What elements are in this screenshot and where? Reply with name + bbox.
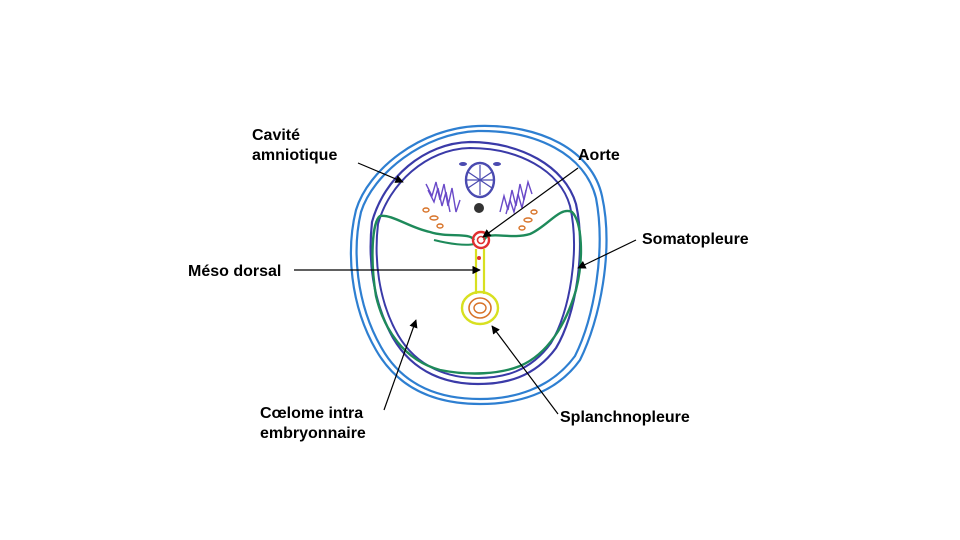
ectoderm-outer-line <box>369 140 581 386</box>
somite-right-2 <box>505 189 527 215</box>
label-somatopleure: Somatopleure <box>642 231 749 248</box>
label-cavite-line-1: Cavité <box>252 127 301 144</box>
label-meso-dorsal: Méso dorsal <box>188 263 282 280</box>
amnion-inner-line <box>355 129 601 401</box>
arrow-coelome <box>383 319 418 411</box>
label-cavite-line-2: amniotique <box>252 147 338 164</box>
notochord <box>474 203 484 213</box>
somite-left-2 <box>427 187 451 213</box>
arrow-aorte <box>482 167 579 238</box>
label-splanchnopleure: Splanchnopleure <box>560 409 690 426</box>
ectoderm-mark-left <box>459 162 467 166</box>
gut-outer-wall <box>460 290 500 326</box>
neural-tube <box>464 161 496 199</box>
label-coelome-line-2: embryonnaire <box>260 425 366 442</box>
label-coelome-line-1: Cœlome intra <box>260 405 364 422</box>
ectoderm-inner-line <box>375 146 575 380</box>
gut-mid-wall <box>468 297 492 319</box>
label-aorte: Aorte <box>578 147 620 164</box>
aorta-outer <box>471 230 491 250</box>
neural-tube-spokes <box>467 165 493 195</box>
mesonephric-vesicles <box>422 207 538 231</box>
splanchnopleure-line <box>433 239 475 246</box>
somite-left <box>425 181 461 213</box>
aorta-inner <box>476 235 486 245</box>
arrow-somatopleure <box>577 239 637 269</box>
arrow-splanchnopleure <box>491 325 559 415</box>
amnion-outer-line <box>349 124 608 406</box>
somite-right <box>499 179 533 213</box>
ectoderm-mark-right <box>493 162 501 166</box>
gut-lumen <box>473 302 487 314</box>
label-cavite-amniotique: Cavité amniotique <box>252 126 337 166</box>
somatopleure-line <box>371 209 583 375</box>
arrow-cavite-amniotique <box>357 162 404 183</box>
meso-dorsal-vessel <box>477 256 481 260</box>
label-coelome-intra-embryonnaire: Cœlome intra embryonnaire <box>260 404 366 444</box>
